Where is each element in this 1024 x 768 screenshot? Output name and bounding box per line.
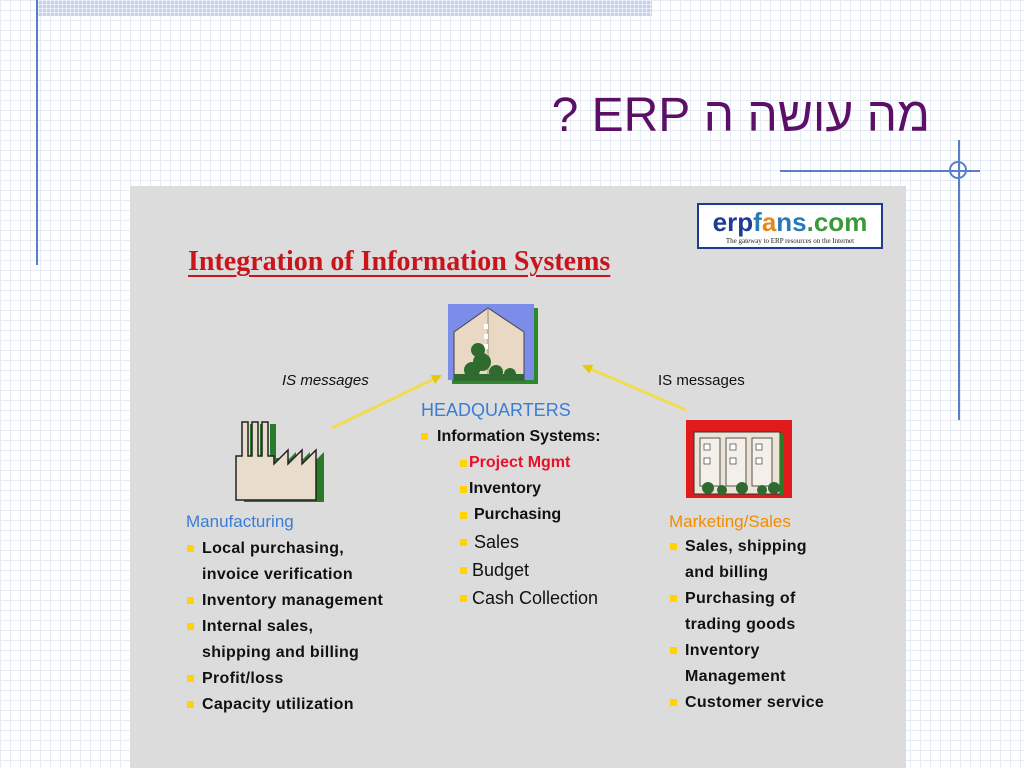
- list-item: Local purchasing,invoice verification: [186, 536, 383, 588]
- headquarters-building-icon: [448, 304, 538, 384]
- right-arrow-label: IS messages: [658, 372, 745, 389]
- manufacturing-list: Local purchasing,invoice verification In…: [186, 536, 383, 718]
- slide-title: מה עושה ה ERP ?: [551, 89, 930, 142]
- list-item: Project Mgmt: [460, 450, 598, 476]
- right-decorative-line: [958, 140, 960, 420]
- left-arrow: [331, 374, 442, 430]
- list-item: Inventory management: [186, 588, 383, 614]
- marketing-building-icon: [686, 420, 792, 498]
- hq-lead-item: Information Systems:: [421, 426, 601, 448]
- logo-tagline: The gateway to ERP resources on the Inte…: [725, 237, 855, 245]
- headquarters-title: HEADQUARTERS: [421, 400, 571, 420]
- left-arrow-label: IS messages: [282, 372, 369, 389]
- list-item: Capacity utilization: [186, 692, 383, 718]
- list-item: Cash Collection: [460, 584, 598, 612]
- figure-title: Integration of Information Systems: [188, 246, 611, 277]
- headquarters-list: Information Systems:: [421, 426, 601, 448]
- list-item: Profit/loss: [186, 666, 383, 692]
- right-arrow: [582, 364, 687, 412]
- list-item: Inventory: [460, 476, 598, 502]
- list-item: Purchasing: [460, 502, 598, 528]
- decorative-circle: [949, 161, 967, 179]
- erp-figure: erpfans.com The gateway to ERP resources…: [130, 186, 906, 768]
- manufacturing-title: Manufacturing: [186, 512, 294, 531]
- headquarters-systems-list: Project Mgmt Inventory Purchasing Sales …: [460, 450, 598, 612]
- top-decorative-bar: [38, 0, 652, 16]
- list-item: Customer service: [669, 690, 824, 716]
- list-item: Internal sales,shipping and billing: [186, 614, 383, 666]
- is-message-arrows: [331, 364, 687, 430]
- logo-brand: erpfans.com: [712, 207, 868, 237]
- list-item: Budget: [460, 556, 598, 584]
- left-decorative-line: [36, 0, 38, 265]
- marketing-title: Marketing/Sales: [669, 512, 791, 531]
- right-horizontal-line: [780, 170, 980, 172]
- list-item: Sales: [460, 528, 598, 556]
- erpfans-logo: erpfans.com The gateway to ERP resources…: [697, 203, 883, 249]
- factory-icon: [235, 421, 324, 502]
